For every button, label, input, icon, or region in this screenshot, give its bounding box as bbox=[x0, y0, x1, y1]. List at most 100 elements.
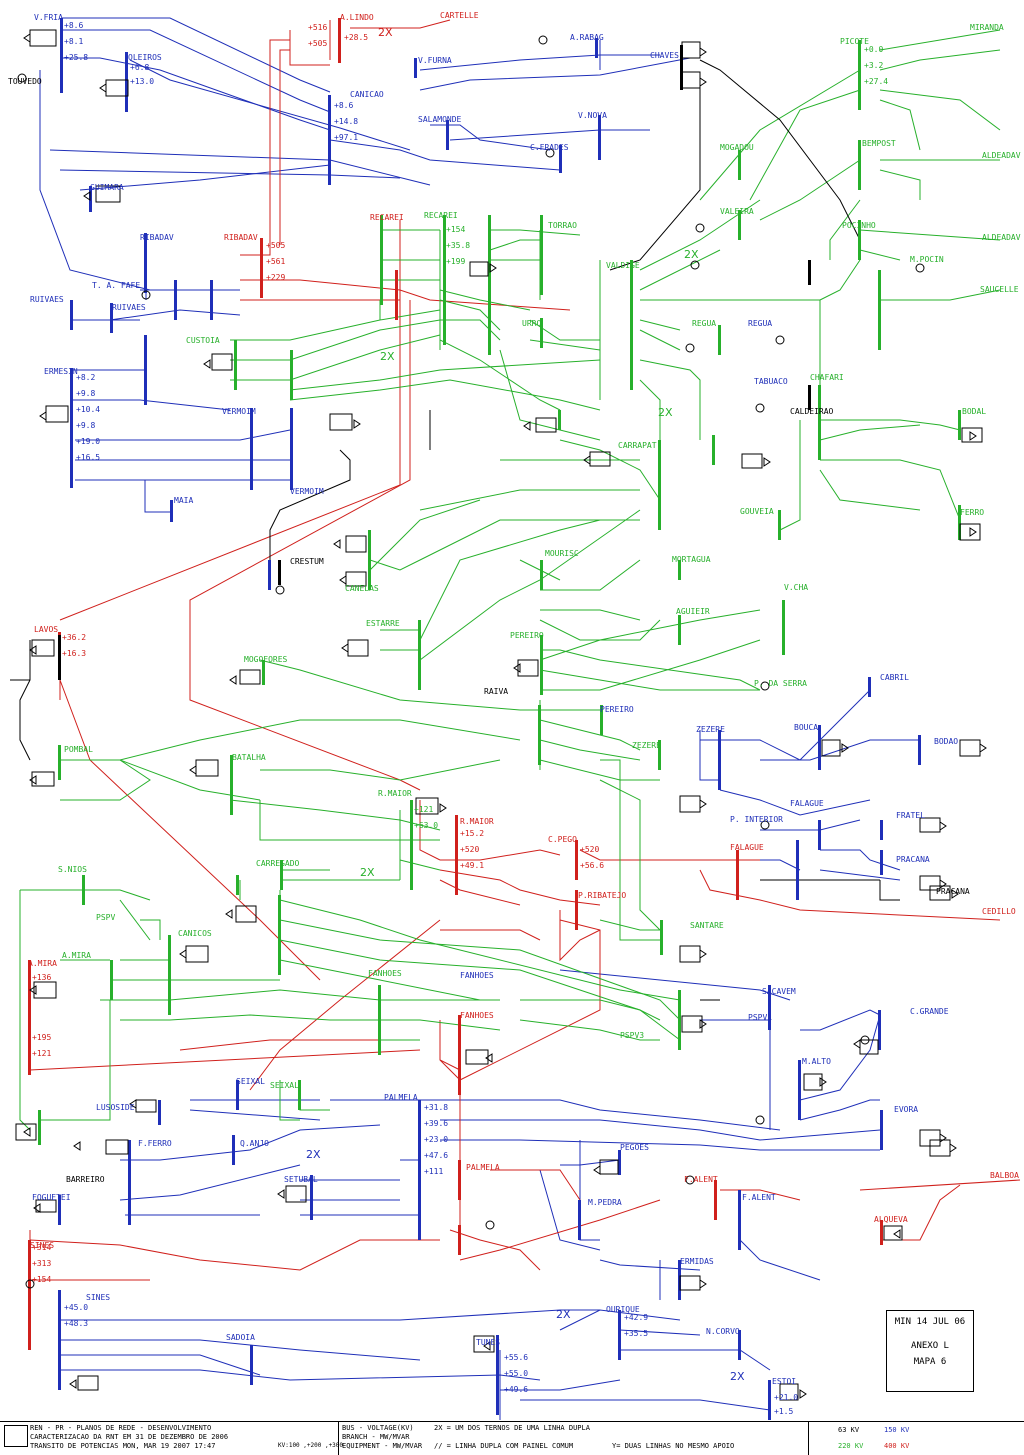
label-aldeadav: ALDEADAV bbox=[982, 151, 1021, 160]
svg-text:+516: +516 bbox=[308, 23, 327, 32]
label-amira-220: A.MIRA bbox=[62, 951, 91, 960]
station-labels: V.FRIA OLEIROS CANICAO A.LINDO CARTELLE … bbox=[8, 11, 1021, 1386]
svg-text:+97.1: +97.1 bbox=[334, 133, 358, 142]
svg-text:+28.5: +28.5 bbox=[344, 33, 368, 42]
svg-text:+195: +195 bbox=[32, 1033, 51, 1042]
label-cgrande: C.GRANDE bbox=[910, 1007, 949, 1016]
label-bodal: BODAL bbox=[962, 407, 986, 416]
label-pracana: PRACANA bbox=[896, 855, 930, 864]
legend-branch: BRANCH - MW/MVAR bbox=[342, 1433, 410, 1441]
footer-legend: REN - PR - PLANOS DE REDE - DESENVOLVIME… bbox=[0, 1421, 1024, 1455]
svg-text:+16.3: +16.3 bbox=[62, 649, 86, 658]
label-cfrades: C.FRADES bbox=[530, 143, 569, 152]
label-crestum: CRESTUM bbox=[290, 557, 324, 566]
label-alindo: A.LINDO bbox=[340, 13, 374, 22]
label-salamonde: SALAMONDE bbox=[418, 115, 462, 124]
label-zezere2: ZEZERE bbox=[632, 741, 661, 750]
lines-other bbox=[10, 59, 900, 1001]
label-raiva: RAIVA bbox=[484, 687, 508, 696]
svg-text:2X: 2X bbox=[360, 866, 375, 879]
svg-text:+314: +314 bbox=[32, 1243, 51, 1252]
double-line-marks: 2X 2X 2X 2X 2X 2X 2X 2X bbox=[306, 26, 745, 1383]
label-bempost: BEMPOST bbox=[862, 139, 896, 148]
lines-150kv bbox=[39, 17, 920, 1420]
svg-text:+8.2: +8.2 bbox=[76, 373, 95, 382]
label-regua2: REGUA bbox=[748, 319, 772, 328]
label-fanhoes-150: FANHOES bbox=[460, 971, 494, 980]
legend-double-line: // = LINHA DUPLA COM PAINEL COMUM bbox=[434, 1442, 574, 1450]
svg-text:2X: 2X bbox=[306, 1148, 321, 1161]
legend-220kv: 220 KV bbox=[838, 1442, 864, 1450]
svg-text:+49.1: +49.1 bbox=[460, 861, 484, 870]
label-pspv3: PSPV3 bbox=[620, 1031, 644, 1040]
svg-text:+31.8: +31.8 bbox=[424, 1103, 448, 1112]
label-valdige: VALDIGE bbox=[606, 261, 640, 270]
label-vcha: V.CHA bbox=[784, 583, 808, 592]
label-batalha: BATALHA bbox=[232, 753, 266, 762]
label-pinterior: P. INTERIOR bbox=[730, 815, 783, 824]
label-vfria: V.FRIA bbox=[34, 13, 63, 22]
label-fogueteiro: FOGUETEI bbox=[32, 1193, 71, 1202]
svg-text:+63.0: +63.0 bbox=[414, 821, 438, 830]
svg-text:+36.2: +36.2 bbox=[62, 633, 86, 642]
label-mortagua: MORTAGUA bbox=[672, 555, 711, 564]
label-rmaior-400: R.MAIOR bbox=[460, 817, 494, 826]
svg-text:+9.8: +9.8 bbox=[76, 389, 95, 398]
svg-text:+13.0: +13.0 bbox=[130, 77, 154, 86]
label-rmaior-220: R.MAIOR bbox=[378, 789, 412, 798]
label-pocinho: POCINHO bbox=[842, 221, 876, 230]
label-aldeadav2: ALDEADAV bbox=[982, 233, 1021, 242]
label-carregado: CARREGADO bbox=[256, 859, 300, 868]
label-malto: M.ALTO bbox=[802, 1057, 831, 1066]
label-bodao: BODAO bbox=[934, 737, 958, 746]
symbols bbox=[15, 29, 987, 1401]
svg-text:+19.0: +19.0 bbox=[76, 437, 100, 446]
label-fanhoes-220: FANHOES bbox=[368, 969, 402, 978]
label-vermoim: VERMOIM bbox=[222, 407, 256, 416]
svg-text:+49.6: +49.6 bbox=[504, 1385, 528, 1394]
label-gouveia: GOUVEIA bbox=[740, 507, 774, 516]
label-sines-150: SINES bbox=[86, 1293, 110, 1302]
label-seixal2: SEIXAL bbox=[270, 1081, 299, 1090]
label-amira-400: A.MIRA bbox=[28, 959, 57, 968]
legend-400kv: 400 KV bbox=[884, 1442, 910, 1450]
label-tabuaco: TABUACO bbox=[754, 377, 788, 386]
svg-text:+8.1: +8.1 bbox=[64, 37, 83, 46]
label-sacavem: SACAVEM bbox=[762, 987, 796, 996]
network-diagram: V.FRIA OLEIROS CANICAO A.LINDO CARTELLE … bbox=[8, 11, 1021, 1420]
svg-text:+9.8: +9.8 bbox=[76, 421, 95, 430]
label-ruivaes: RUIVAES bbox=[30, 295, 64, 304]
map-title-box: MIN 14 JUL 06 ANEXO L MAPA 6 bbox=[886, 1310, 974, 1392]
label-estoi: ESTOI bbox=[772, 1377, 796, 1386]
legend-150kv: 150 KV bbox=[884, 1426, 910, 1434]
svg-text:2X: 2X bbox=[380, 350, 395, 363]
label-saucelle: SAUCELLE bbox=[980, 285, 1019, 294]
label-chaves: CHAVES bbox=[650, 51, 679, 60]
label-oleiros: OLEIROS bbox=[128, 53, 162, 62]
label-ribadav-400: RIBADAV bbox=[224, 233, 258, 242]
label-zezere: ZEZERE bbox=[696, 725, 725, 734]
svg-text:+136: +136 bbox=[32, 973, 51, 982]
label-vfurna: V.FURNA bbox=[418, 56, 452, 65]
label-pereiro: PEREIRO bbox=[510, 631, 544, 640]
label-vermoim2: VERMOIM bbox=[290, 487, 324, 496]
label-falague: FALAGUE bbox=[790, 799, 824, 808]
label-cabril: CABRIL bbox=[880, 673, 909, 682]
label-cpego: C.PEGO bbox=[548, 835, 577, 844]
svg-text:+56.6: +56.6 bbox=[580, 861, 604, 870]
label-cedillo: CEDILLO bbox=[982, 907, 1016, 916]
label-canicos: CANICOS bbox=[178, 929, 212, 938]
label-tunes: TUNES bbox=[476, 1338, 500, 1347]
label-pspv1: PSPV1 bbox=[748, 1013, 772, 1022]
label-torrao: TORRAO bbox=[548, 221, 577, 230]
label-pserra: P. DA SERRA bbox=[754, 679, 807, 688]
label-balboa: BALBOA bbox=[990, 1171, 1019, 1180]
label-pereiro2: PEREIRO bbox=[600, 705, 634, 714]
label-canicao: CANICAO bbox=[350, 90, 384, 99]
label-caldeirao: CALDEIRAO bbox=[790, 407, 834, 416]
label-falent-400: F.ALENT bbox=[684, 1175, 718, 1184]
label-urro: URRO bbox=[522, 319, 541, 328]
svg-text:+505: +505 bbox=[266, 241, 285, 250]
label-vnova: V.NOVA bbox=[578, 111, 607, 120]
label-fferro: F.FERRO bbox=[138, 1139, 172, 1148]
